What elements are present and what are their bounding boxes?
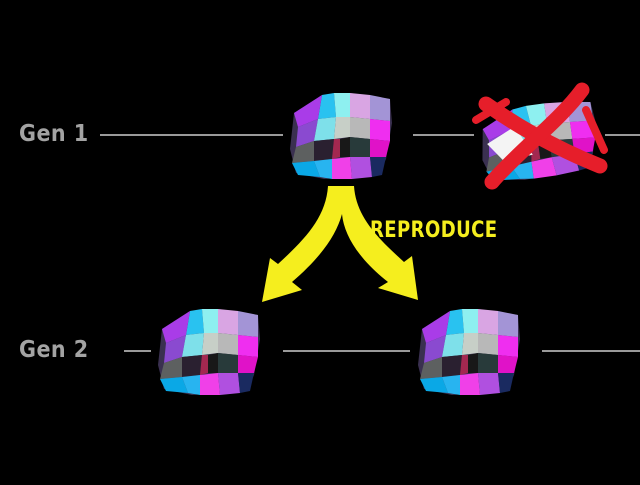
gen1-label: Gen 1	[19, 121, 89, 147]
parent-creature	[290, 93, 392, 179]
gen2-label: Gen 2	[19, 337, 89, 363]
offspring-creature-left	[158, 309, 260, 395]
offspring-creature-right	[418, 309, 520, 395]
reproduce-arrow	[262, 186, 418, 302]
red-cross-icon	[472, 82, 608, 190]
reproduce-label: REPRODUCE	[370, 218, 498, 243]
